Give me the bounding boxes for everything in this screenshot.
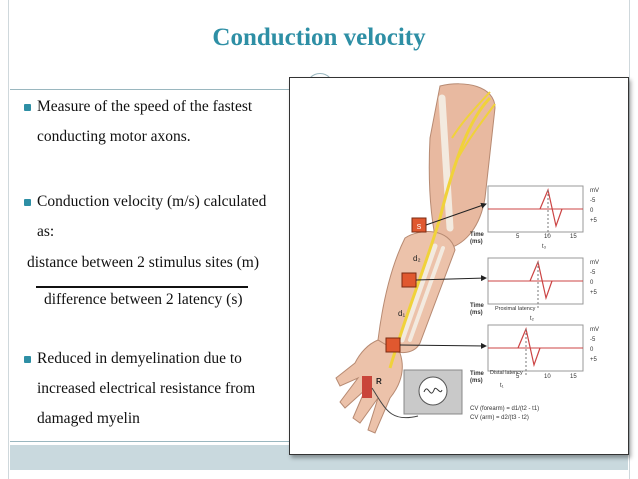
recording-label: R	[376, 377, 382, 386]
distance-label-d2: d₂	[413, 254, 421, 263]
svg-text:Time: Time	[470, 232, 485, 238]
svg-text:5: 5	[516, 374, 520, 380]
svg-text:-5: -5	[590, 337, 596, 343]
bullet-3-line-2: increased electrical resistance from	[37, 380, 256, 397]
arm-illustration: S d₂ d₁ R mV -5 0 +5 Time (ms) 5 10 15 t…	[335, 83, 599, 434]
svg-text:Time: Time	[470, 371, 485, 377]
trace-panel-proximal-arm: mV -5 0 +5 Time (ms) 5 10 15 t₃	[470, 185, 599, 250]
svg-text:15: 15	[570, 374, 577, 380]
bullet-1-line-1: Measure of the speed of the fastest	[37, 98, 253, 115]
svg-text:-5: -5	[590, 270, 596, 276]
bullet-marker	[24, 356, 31, 363]
bullet-marker	[24, 104, 31, 111]
svg-text:(ms): (ms)	[470, 378, 483, 384]
fraction-line	[36, 286, 248, 288]
svg-text:mV: mV	[590, 260, 599, 266]
nerve-conduction-figure: S d₂ d₁ R mV -5 0 +5 Time (ms) 5 10 15 t…	[289, 77, 629, 455]
trace-panel-elbow: mV -5 0 +5 Time (ms) Proximal latency t₂	[470, 257, 599, 322]
svg-text:mV: mV	[590, 188, 599, 194]
svg-text:0: 0	[590, 347, 594, 353]
svg-text:mV: mV	[590, 327, 599, 333]
svg-text:10: 10	[544, 234, 551, 240]
svg-text:0: 0	[590, 280, 594, 286]
bullet-1-line-2: conducting motor axons.	[37, 128, 191, 145]
svg-text:0: 0	[590, 208, 594, 214]
svg-text:t₃: t₃	[542, 244, 547, 250]
slide-frame	[8, 0, 630, 479]
distance-label-d1: d₁	[398, 309, 405, 318]
svg-text:15: 15	[570, 234, 577, 240]
trace-panel-wrist: mV -5 0 +5 Time (ms) 5 10 15 Distal late…	[470, 324, 599, 389]
svg-text:(ms): (ms)	[470, 239, 483, 245]
svg-text:t₂: t₂	[530, 316, 535, 322]
formula-numerator: distance between 2 stimulus sites (m)	[27, 254, 260, 271]
svg-text:t₁: t₁	[500, 383, 504, 389]
svg-text:+5: +5	[590, 357, 598, 363]
bullet-2-line-2: as:	[37, 223, 55, 240]
svg-text:5: 5	[516, 234, 520, 240]
cv-arm-formula: CV (arm) = d2/(t3 - t2)	[470, 415, 529, 421]
svg-text:(ms): (ms)	[470, 310, 483, 316]
svg-text:-5: -5	[590, 198, 596, 204]
bullet-2-line-1: Conduction velocity (m/s) calculated	[37, 193, 267, 210]
bullet-marker	[24, 199, 31, 206]
svg-text:Distal latency: Distal latency	[490, 370, 523, 376]
cv-forearm-formula: CV (forearm) = d1/(t2 - t1)	[470, 406, 539, 412]
svg-text:Proximal latency: Proximal latency	[495, 306, 536, 312]
svg-text:+5: +5	[590, 218, 598, 224]
svg-text:Time: Time	[470, 303, 485, 309]
bullet-3-line-1: Reduced in demyelination due to	[37, 350, 242, 367]
formula-denominator: difference between 2 latency (s)	[44, 291, 243, 308]
site-label: S	[417, 224, 422, 231]
bullet-3-line-3: damaged myelin	[37, 410, 140, 427]
svg-text:10: 10	[544, 374, 551, 380]
slide-title: Conduction velocity	[212, 24, 426, 51]
svg-text:+5: +5	[590, 290, 598, 296]
